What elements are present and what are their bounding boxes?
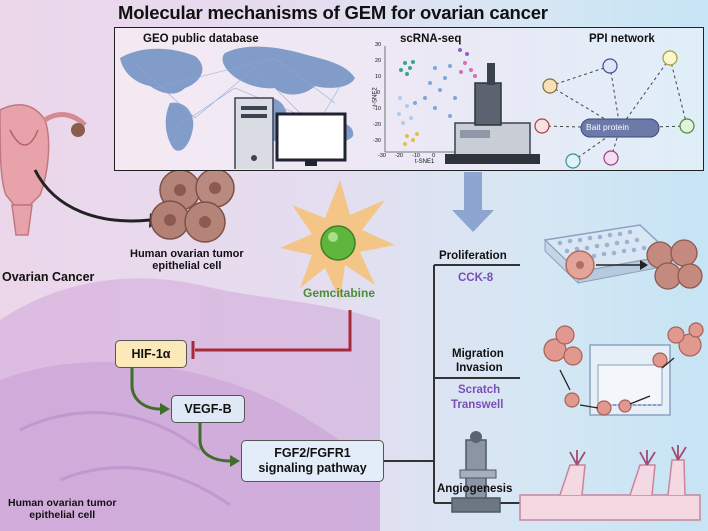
tsne-x-tick: -10 [412, 153, 420, 159]
tsne-cluster-lightblue [397, 96, 413, 125]
migrating-cells-icon [543, 322, 704, 416]
arrowhead-vegf [160, 403, 170, 415]
arrow-hif-to-vegf [130, 368, 161, 411]
tsne-y-tick: -10 [373, 106, 381, 112]
tissue-background-2 [0, 361, 380, 531]
hif-1a-box: HIF-1α [115, 340, 187, 368]
monitor-icon [275, 112, 347, 166]
methods-panel-graphics [120, 46, 695, 169]
proliferation-label: Proliferation [439, 250, 507, 262]
gemcitabine-starburst-icon [280, 180, 395, 300]
bottom-tumor-cell-label-line2: epithelial cell [29, 509, 96, 521]
microscope-icon [451, 431, 501, 513]
tsne-axes [384, 46, 455, 153]
tsne-x-tick: -20 [395, 153, 403, 159]
tumor-cell-label-line1: Human ovarian tumor [130, 248, 244, 260]
tsne-cluster-blue [413, 64, 457, 118]
tsne-y-tick: 0 [377, 90, 381, 96]
fgf2-fgfr1-box: FGF2/FGFR1 signaling pathway [241, 440, 384, 482]
bottom-tumor-cell-label-line1: Human ovarian tumor [8, 497, 117, 509]
arrowhead-fgf [230, 455, 240, 467]
ovarian-cancer-label: Ovarian Cancer [2, 270, 95, 284]
proliferation-arrowhead [640, 260, 648, 270]
sequencer-instrument-icon [445, 63, 540, 164]
tsne-cluster-teal [399, 60, 415, 76]
ppi-node-red-icon [534, 118, 550, 134]
ppi-node-magenta-icon [603, 150, 619, 166]
tumor-cell-cluster-icon [150, 168, 235, 243]
world-map-icon [120, 46, 355, 151]
tsne-y-tick: 10 [375, 74, 382, 80]
ppi-node-cyan-icon [565, 153, 581, 169]
tsne-y-tick: 30 [375, 42, 382, 48]
transwell-label: Transwell [451, 399, 504, 411]
tsne-y-tick: -30 [373, 138, 381, 144]
tsne-x-tick: -30 [378, 153, 386, 159]
arrow-vegf-to-fgf [198, 423, 231, 463]
computer-tower-icon [234, 97, 274, 169]
fgf-line1: FGF2/FGFR1 [274, 446, 351, 460]
tsne1-axis-label: t-SNE1 [415, 159, 435, 165]
ppi-node-blue-icon [602, 58, 618, 74]
gemcitabine-label: Gemcitabine [303, 286, 376, 300]
tsne-y-tick: -20 [373, 122, 381, 128]
tsne-cluster-purple [458, 48, 469, 56]
cell-cluster-icon [646, 239, 703, 290]
ppi-node-green-icon [679, 118, 695, 134]
bottom-tumor-cell-label: Human ovarian tumor epithelial cell [8, 497, 117, 521]
scratch-label: Scratch [458, 384, 501, 396]
cck8-label: CCK-8 [458, 272, 494, 284]
ppi-node-tan-icon [542, 78, 558, 94]
invasion-label: Invasion [456, 362, 503, 374]
tsne-cluster-yellow [403, 132, 419, 146]
figure-title: Molecular mechanisms of GEM for ovarian … [118, 2, 548, 23]
tissue-fold [19, 411, 231, 507]
scrna-seq-title: scRNA-seq [400, 33, 462, 45]
migration-path [559, 357, 675, 409]
ppi-network-title: PPI network [589, 33, 655, 45]
tumor-cell-label-line2: epithelial cell [152, 260, 222, 272]
migration-label: Migration [452, 348, 504, 360]
vegf-b-box: VEGF-B [171, 395, 245, 423]
ppi-edges [541, 57, 688, 162]
uterus-icon [0, 104, 87, 236]
world-map-network [134, 57, 346, 129]
geo-database-title: GEO public database [143, 33, 259, 45]
down-arrow-icon [452, 172, 494, 232]
methods-panel: GEO public database scRNA-seq PPI networ… [114, 27, 704, 171]
tsne-y-tick: 20 [375, 58, 382, 64]
inhibition-line [195, 310, 352, 352]
vessel-icon [519, 445, 701, 521]
bait-protein-box [580, 118, 660, 138]
tumor-cell-label: Human ovarian tumor epithelial cell [130, 248, 244, 272]
fgf-line2: signaling pathway [258, 461, 367, 475]
angiogenesis-label: Angiogenesis [437, 483, 513, 495]
arrow-to-tumor [33, 169, 151, 223]
tsne-x-tick: 0 [432, 153, 436, 159]
single-cell-icon [565, 250, 595, 280]
bait-protein-label: Bait protein [586, 122, 629, 132]
ppi-node-yellow-icon [662, 50, 678, 66]
tsne-cluster-pink [459, 61, 477, 78]
